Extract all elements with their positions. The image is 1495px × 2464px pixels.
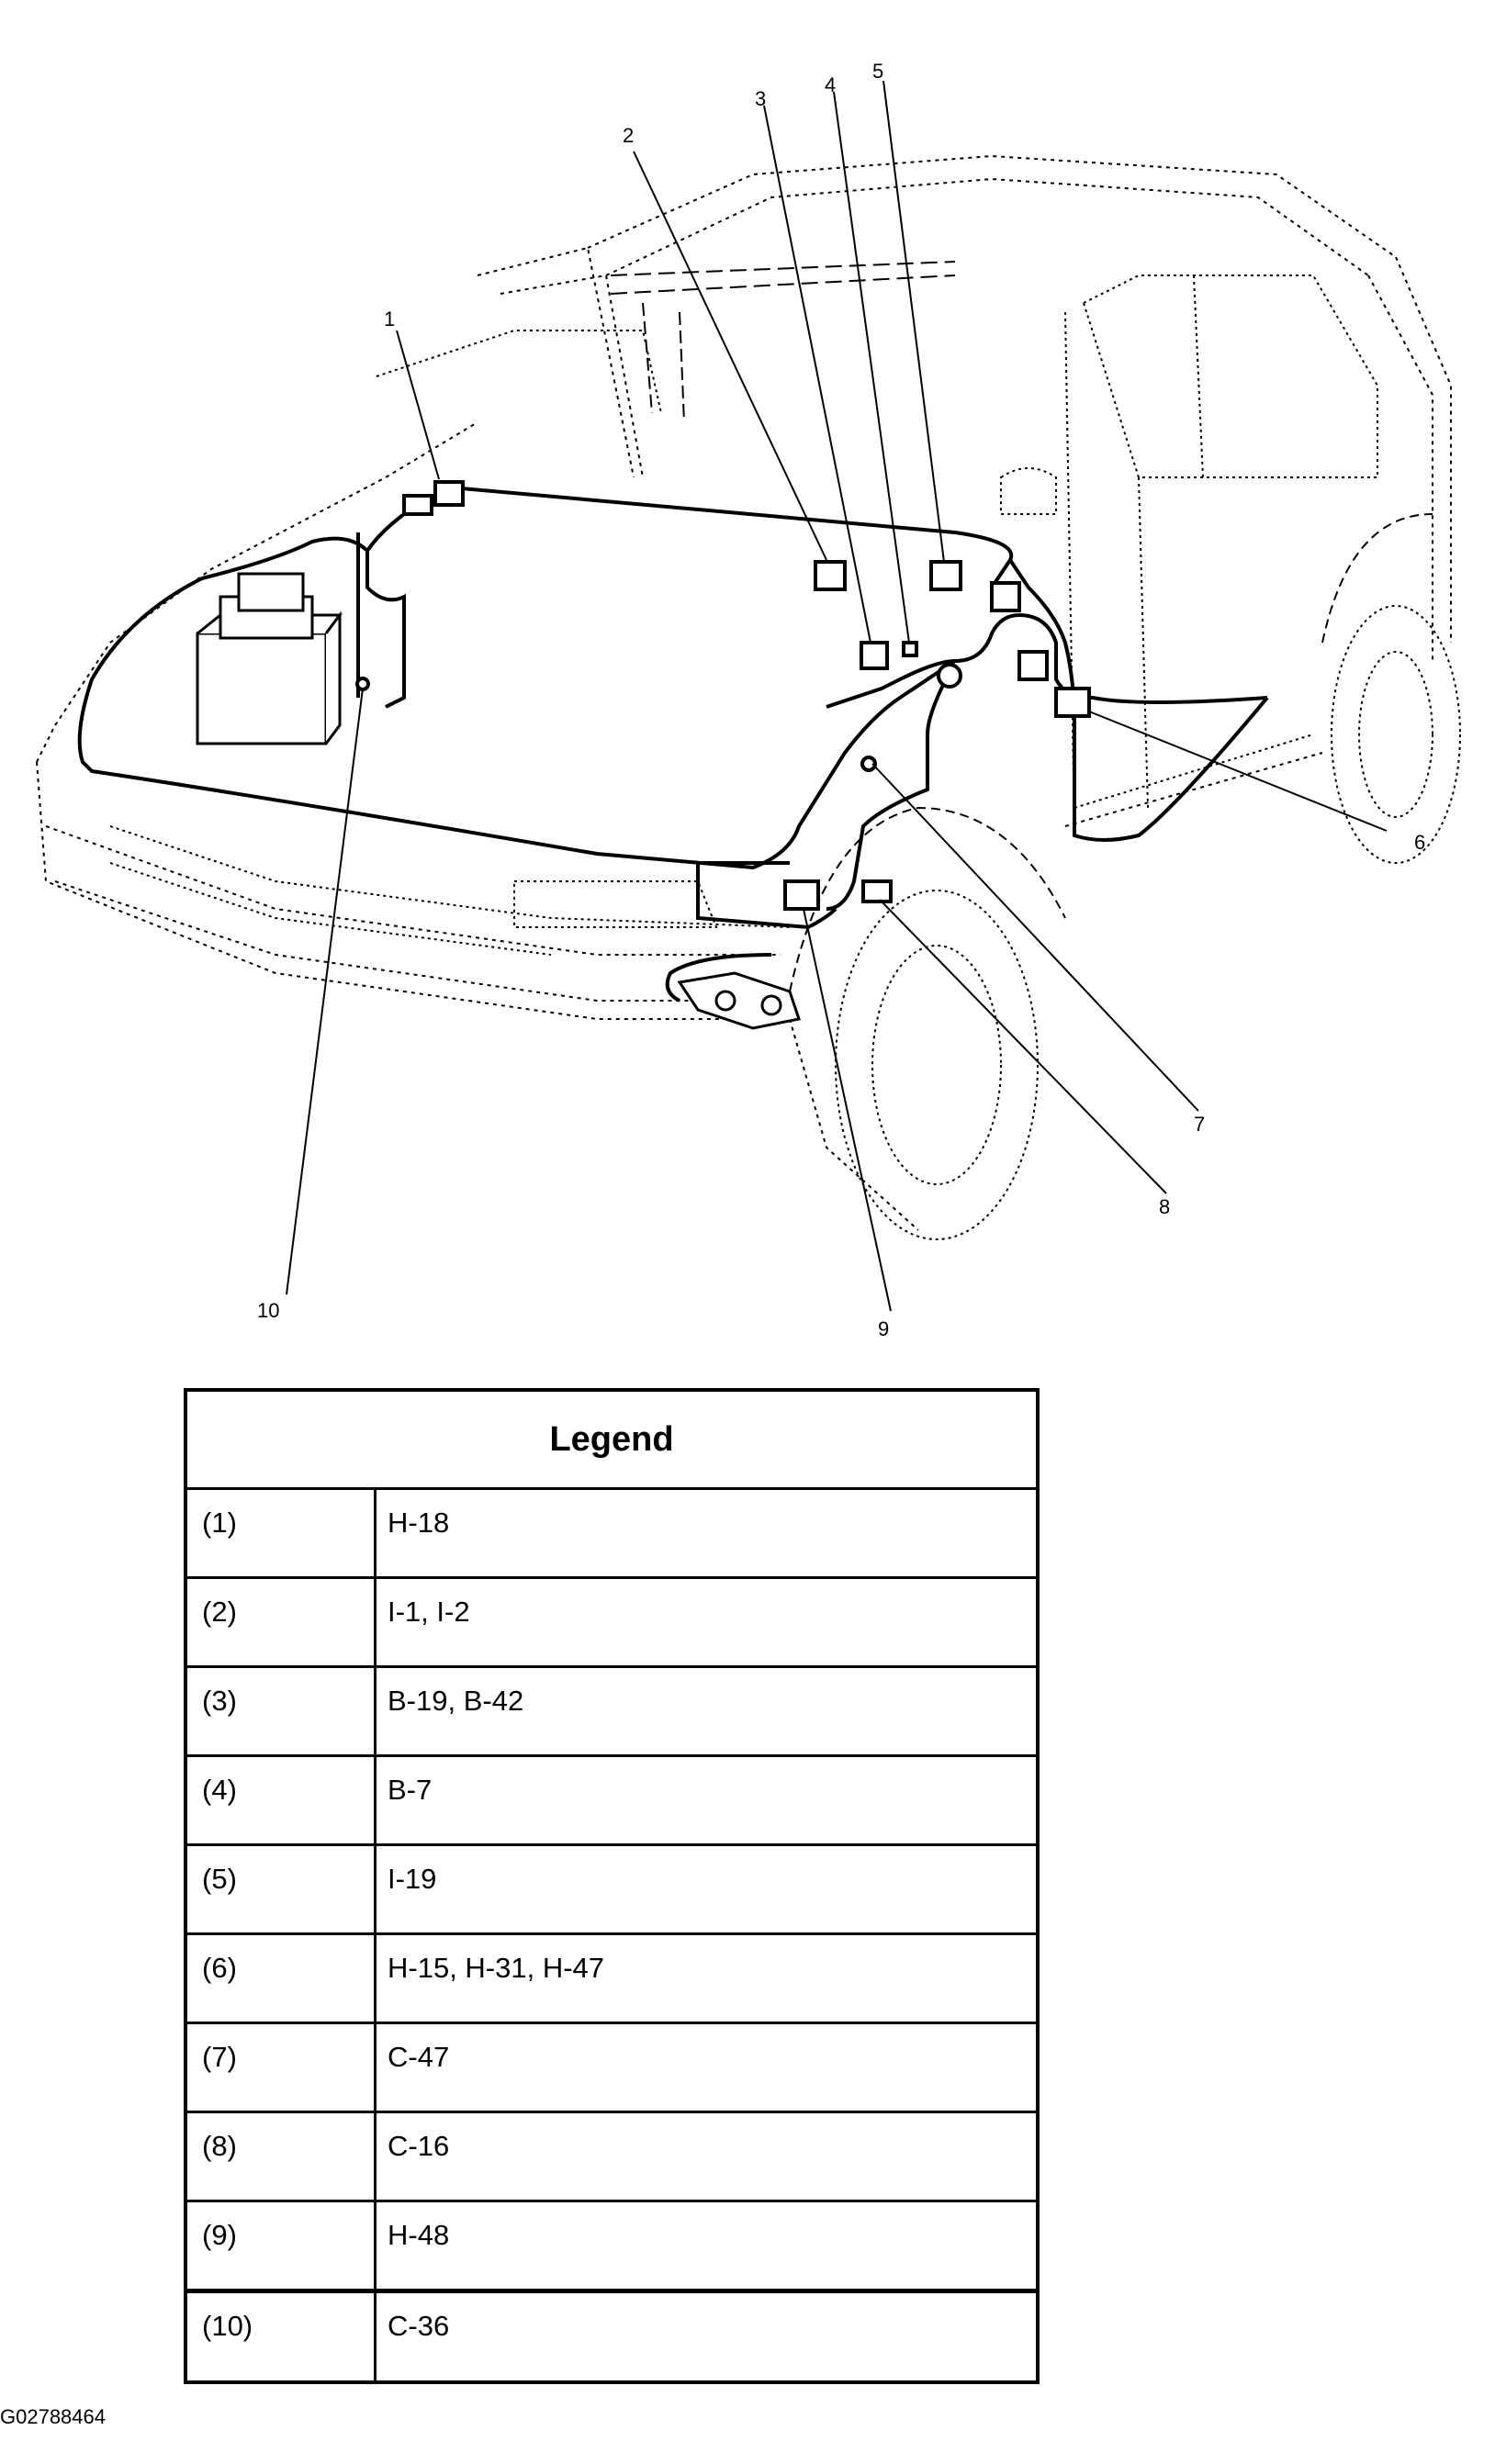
legend-value: B-7 bbox=[388, 1774, 433, 1806]
callout-leaders bbox=[286, 80, 1388, 1312]
legend-value: C-16 bbox=[388, 2130, 450, 2162]
callout-8: 8 bbox=[1159, 1195, 1170, 1218]
callout-1: 1 bbox=[384, 308, 395, 330]
legend-key: (5) bbox=[187, 1846, 377, 1932]
legend-key: (6) bbox=[187, 1935, 377, 2022]
legend-key: (4) bbox=[187, 1757, 377, 1843]
legend-key: (3) bbox=[187, 1668, 377, 1754]
callout-3: 3 bbox=[755, 87, 766, 110]
legend-row: (4) B-7 bbox=[187, 1757, 1036, 1846]
legend-value: C-36 bbox=[388, 2310, 450, 2342]
legend-key: (2) bbox=[187, 1579, 377, 1665]
battery bbox=[196, 572, 343, 745]
legend-row: (6) H-15, H-31, H-47 bbox=[187, 1935, 1036, 2024]
callout-5: 5 bbox=[872, 60, 883, 83]
legend-row: (2) I-1, I-2 bbox=[187, 1579, 1036, 1668]
legend-value: H-18 bbox=[388, 1506, 450, 1539]
harness-component bbox=[677, 971, 801, 1030]
callout-9: 9 bbox=[878, 1317, 889, 1340]
legend-value: H-15, H-31, H-47 bbox=[388, 1952, 605, 1984]
legend-row: (10) C-36 bbox=[187, 2291, 1036, 2380]
legend-row: (7) C-47 bbox=[187, 2024, 1036, 2113]
vehicle-harness-diagram: 1 2 3 4 5 6 7 8 9 10 bbox=[36, 60, 1461, 1340]
legend-key: (9) bbox=[187, 2202, 377, 2289]
legend-row: (9) H-48 bbox=[187, 2202, 1036, 2291]
legend-value: C-47 bbox=[388, 2041, 450, 2073]
legend-value: I-1, I-2 bbox=[388, 1596, 470, 1628]
callout-2: 2 bbox=[623, 124, 634, 147]
engine-bay-harness bbox=[77, 480, 1269, 1002]
legend-key: (10) bbox=[187, 2293, 377, 2380]
callout-4: 4 bbox=[825, 73, 836, 96]
legend-row: (1) H-18 bbox=[187, 1490, 1036, 1579]
legend-row: (5) I-19 bbox=[187, 1846, 1036, 1935]
callout-7: 7 bbox=[1194, 1113, 1205, 1136]
legend-row: (8) C-16 bbox=[187, 2113, 1036, 2202]
legend-table: Legend (1) H-18 (2) I-1, I-2 (3) B-19, B… bbox=[184, 1388, 1040, 2384]
legend-key: (7) bbox=[187, 2024, 377, 2111]
legend-key: (8) bbox=[187, 2113, 377, 2200]
legend-value: I-19 bbox=[388, 1863, 437, 1895]
legend-key: (1) bbox=[187, 1490, 377, 1576]
legend-value: H-48 bbox=[388, 2219, 450, 2251]
figure-id: G02788464 bbox=[0, 2405, 106, 2428]
callout-6: 6 bbox=[1414, 831, 1425, 854]
legend-value: B-19, B-42 bbox=[388, 1685, 524, 1717]
legend-row: (3) B-19, B-42 bbox=[187, 1668, 1036, 1757]
legend-title: Legend bbox=[187, 1392, 1036, 1490]
callout-10: 10 bbox=[257, 1299, 279, 1322]
